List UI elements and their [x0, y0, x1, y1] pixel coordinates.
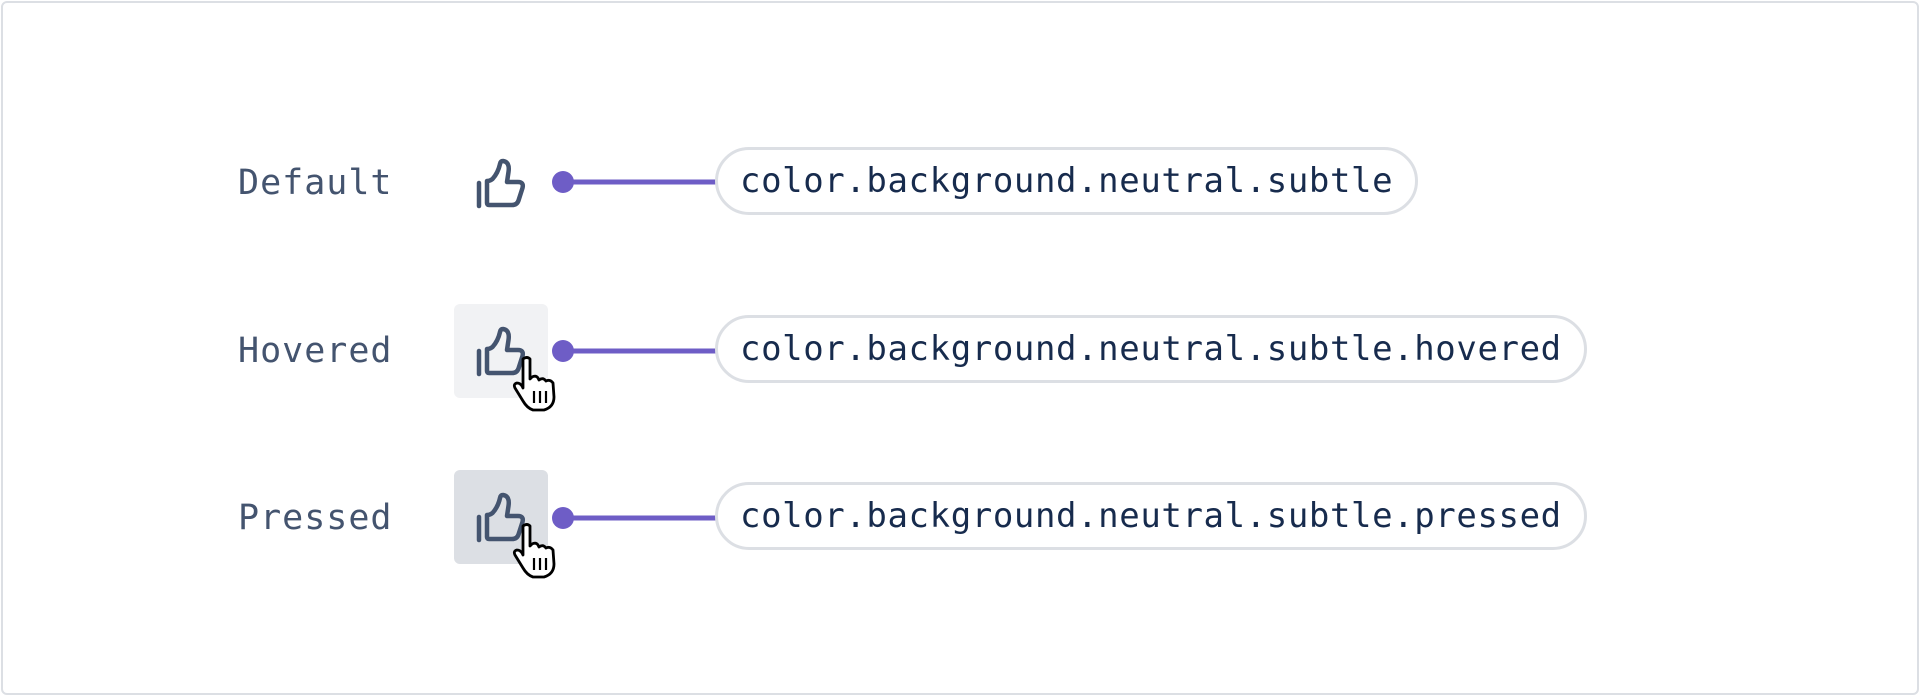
token-pressed: color.background.neutral.subtle.pressed [715, 482, 1587, 550]
token-hovered: color.background.neutral.subtle.hovered [715, 315, 1587, 383]
thumbs-up-icon [476, 326, 526, 377]
thumbs-up-icon [476, 158, 526, 209]
pointer-hand-cursor-icon [512, 356, 556, 412]
state-label-hovered: Hovered [238, 331, 393, 371]
like-button-default[interactable] [454, 136, 548, 230]
state-label-default: Default [238, 163, 393, 203]
connector-hovered [552, 340, 717, 362]
pointer-hand-cursor-icon [512, 523, 556, 579]
state-label-pressed: Pressed [238, 498, 393, 538]
connector-default [552, 171, 717, 193]
token-default: color.background.neutral.subtle [715, 147, 1419, 215]
thumbs-up-icon [476, 492, 526, 543]
connector-pressed [552, 507, 717, 529]
